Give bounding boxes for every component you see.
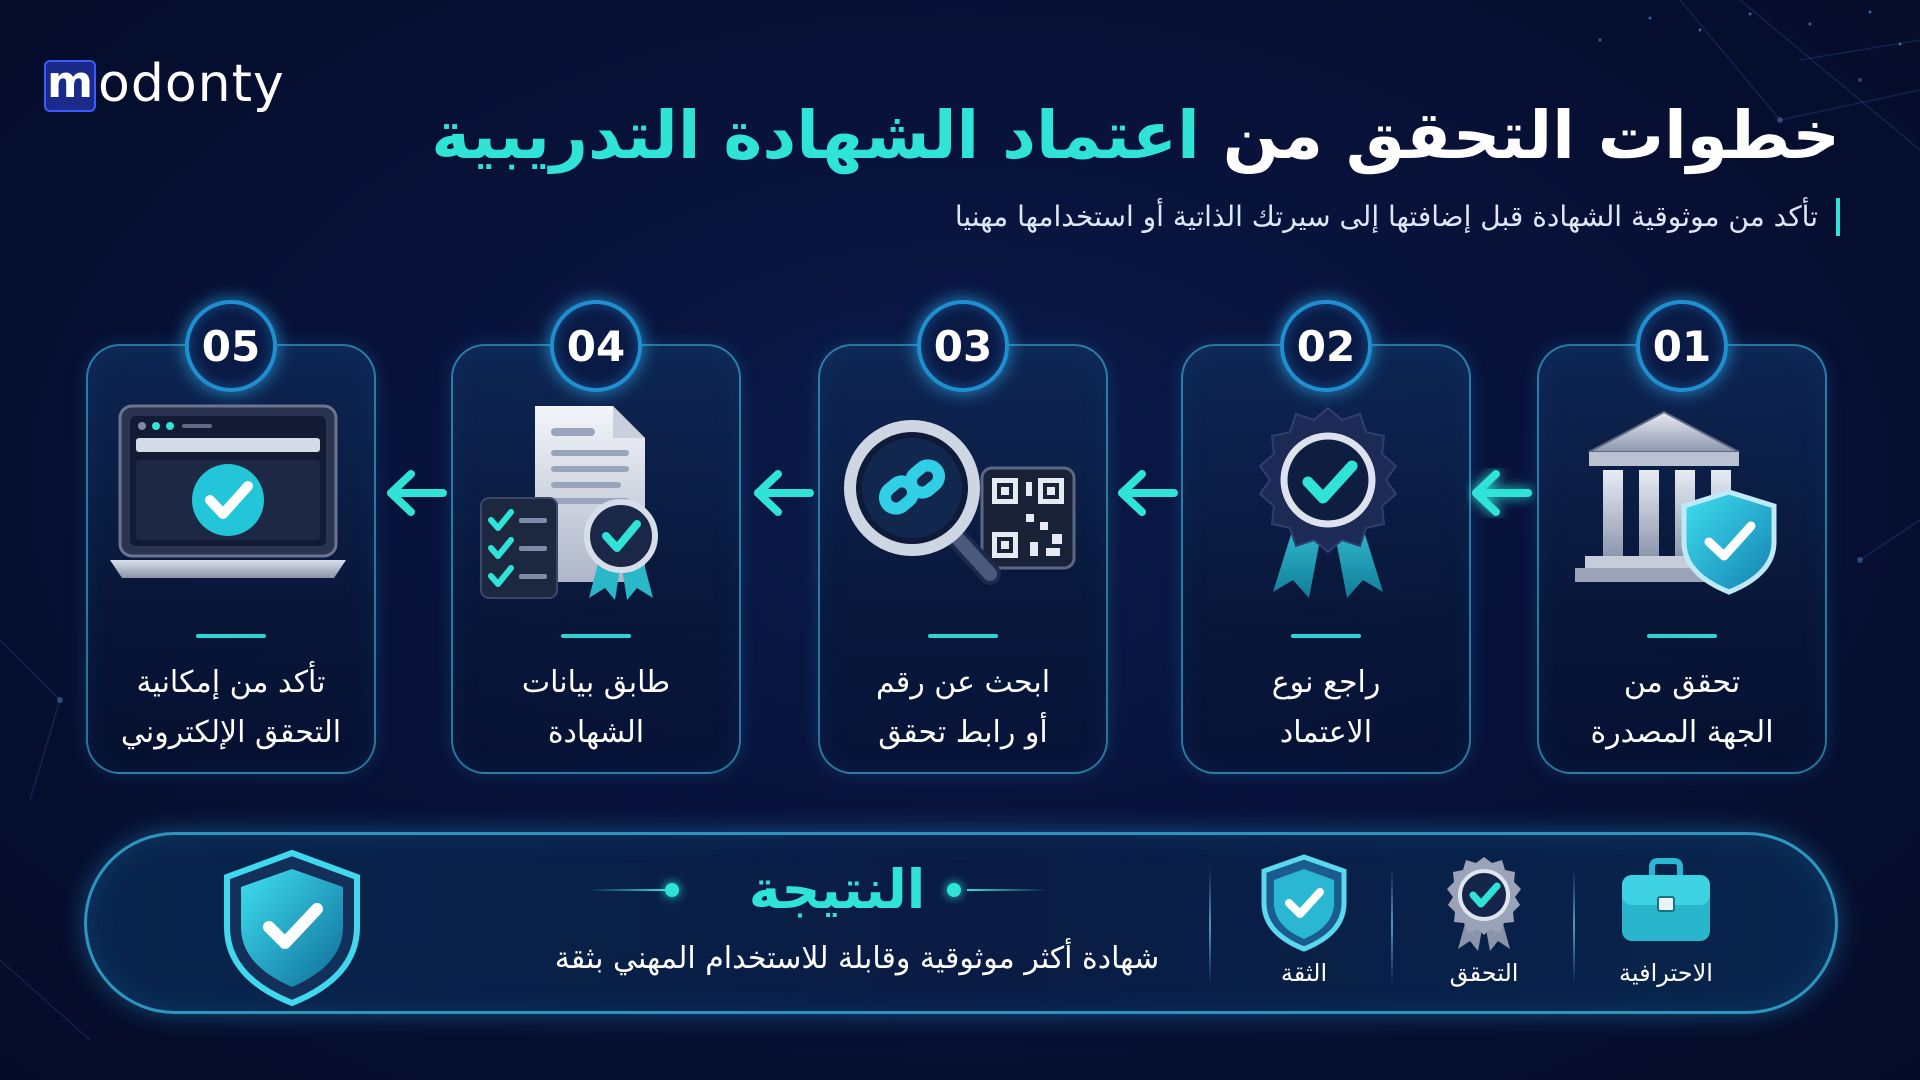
- step-number: 02: [1280, 300, 1372, 392]
- step-label: ابحث عن رقم أو رابط تحقق: [820, 658, 1106, 758]
- page-title: خطوات التحقق من اعتماد الشهادة التدريبية: [431, 96, 1840, 175]
- shield-check-icon: [1261, 854, 1347, 952]
- title-cyan-part: اعتماد الشهادة التدريبية: [431, 97, 1200, 174]
- modonty-logo[interactable]: m odonty: [44, 56, 285, 116]
- page-subtitle: تأكد من موثوقية الشهادة قبل إضافتها إلى …: [955, 198, 1840, 236]
- card-divider: [928, 634, 998, 638]
- left-arrow-icon: [1112, 468, 1182, 518]
- card-divider: [561, 634, 631, 638]
- step-label-line1: طابق بيانات: [521, 665, 671, 700]
- badge-professionalism: الاحترافية: [1591, 853, 1741, 1003]
- step-label-line1: تأكد من إمكانية: [136, 665, 326, 700]
- institution-shield-icon: [1559, 402, 1809, 602]
- magnifier-link-qr-icon: [840, 402, 1090, 602]
- step-label-line2: الاعتماد: [1279, 715, 1373, 750]
- step-number: 04: [550, 300, 642, 392]
- step-label: طابق بيانات الشهادة: [453, 658, 739, 758]
- step-label: راجع نوع الاعتماد: [1183, 658, 1469, 758]
- step-label-line2: الجهة المصدرة: [1590, 715, 1774, 750]
- card-divider: [196, 634, 266, 638]
- banner-separator: [1209, 867, 1211, 985]
- step-card-03: 03 ابحث عن رقم أو رابط تحقق: [818, 300, 1108, 774]
- title-decor-dot: [947, 883, 961, 897]
- step-card-05: 05 تأكد من إمكانية التحقق الإلكتروني: [86, 300, 376, 774]
- document-checklist-icon: [473, 402, 723, 602]
- step-card-04: 04 طابق بيانات الشهادة: [451, 300, 741, 774]
- step-label-line1: راجع نوع: [1271, 665, 1381, 700]
- step-label-line2: التحقق الإلكتروني: [120, 715, 342, 750]
- left-arrow-icon: [748, 468, 818, 518]
- step-label-line2: أو رابط تحقق: [878, 715, 1048, 750]
- step-label-line2: الشهادة: [547, 715, 645, 750]
- badge-label: الاحترافية: [1619, 959, 1713, 987]
- left-arrow-icon: [381, 468, 451, 518]
- logo-wordmark: odonty: [98, 54, 285, 114]
- step-card-01: 01 تحقق من الجهة المصدرة: [1537, 300, 1827, 774]
- step-label: تحقق من الجهة المصدرة: [1539, 658, 1825, 758]
- shield-check-icon: [217, 847, 367, 1007]
- step-label: تأكد من إمكانية التحقق الإلكتروني: [88, 658, 374, 758]
- result-title: النتيجة: [748, 858, 926, 921]
- step-card-02: 02 راجع نوع الاعتماد: [1181, 300, 1471, 774]
- step-number: 03: [917, 300, 1009, 392]
- result-banner: النتيجة شهادة أكثر موثوقية وقابلة للاستخ…: [84, 832, 1838, 1014]
- banner-separator: [1573, 867, 1575, 985]
- award-ribbon-icon: [1203, 402, 1453, 602]
- banner-separator: [1391, 867, 1393, 985]
- title-decor-line: [587, 889, 667, 891]
- verified-badge-icon: [1447, 857, 1521, 951]
- card-divider: [1291, 634, 1361, 638]
- step-number: 05: [185, 300, 277, 392]
- badge-label: الثقة: [1280, 959, 1328, 987]
- title-white-part: خطوات التحقق من: [1222, 97, 1840, 174]
- briefcase-icon: [1622, 858, 1710, 941]
- badge-verification: التحقق: [1409, 853, 1559, 1003]
- title-decor-line: [967, 889, 1047, 891]
- laptop-check-icon: [108, 402, 358, 602]
- step-number: 01: [1636, 300, 1728, 392]
- title-decor-dot: [665, 883, 679, 897]
- result-description: شهادة أكثر موثوقية وقابلة للاستخدام المه…: [554, 941, 1160, 976]
- left-arrow-icon: [1466, 468, 1536, 518]
- step-label-line1: تحقق من: [1623, 665, 1741, 700]
- logo-mark: m: [44, 60, 96, 112]
- card-divider: [1647, 634, 1717, 638]
- badge-trust: الثقة: [1229, 853, 1379, 1003]
- badge-label: التحقق: [1449, 959, 1519, 987]
- step-label-line1: ابحث عن رقم: [875, 665, 1051, 700]
